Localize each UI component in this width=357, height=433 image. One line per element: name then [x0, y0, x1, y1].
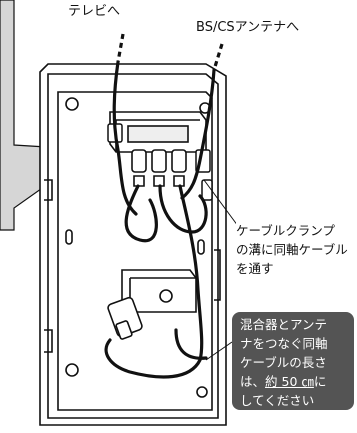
- cable-length-note: 混合器とアンテ ナをつなぐ同軸 ケーブルの長さ は、約 50 ㎝に してください: [232, 312, 354, 410]
- length-value: 約 50 ㎝: [265, 374, 314, 389]
- callout-line: ケーブルクランプ: [236, 223, 335, 238]
- callout-line: を通す: [236, 261, 274, 276]
- note-line: ケーブルの長さ: [240, 355, 327, 370]
- note-line: してください: [240, 393, 315, 408]
- mixer-box: [109, 111, 207, 187]
- leader-lines: [203, 179, 239, 361]
- lower-connector: [107, 269, 197, 340]
- note-line: は、約 50 ㎝に: [240, 372, 354, 391]
- bs-cs-antenna-label: BS/CSアンテナへ: [196, 20, 300, 35]
- tv-label: テレビへ: [68, 4, 121, 19]
- coax-cables: [104, 60, 216, 379]
- callout-line: の溝に同軸ケーブル: [236, 242, 348, 257]
- cable-clamp-callout: ケーブルクランプ の溝に同軸ケーブル を通す: [236, 221, 354, 278]
- cable-continuation-marks: [116, 33, 224, 71]
- note-line: ナをつなぐ同軸: [240, 336, 328, 351]
- note-line: 混合器とアンテ: [240, 317, 328, 332]
- note-text: は、: [240, 374, 266, 389]
- note-text: に: [313, 374, 327, 389]
